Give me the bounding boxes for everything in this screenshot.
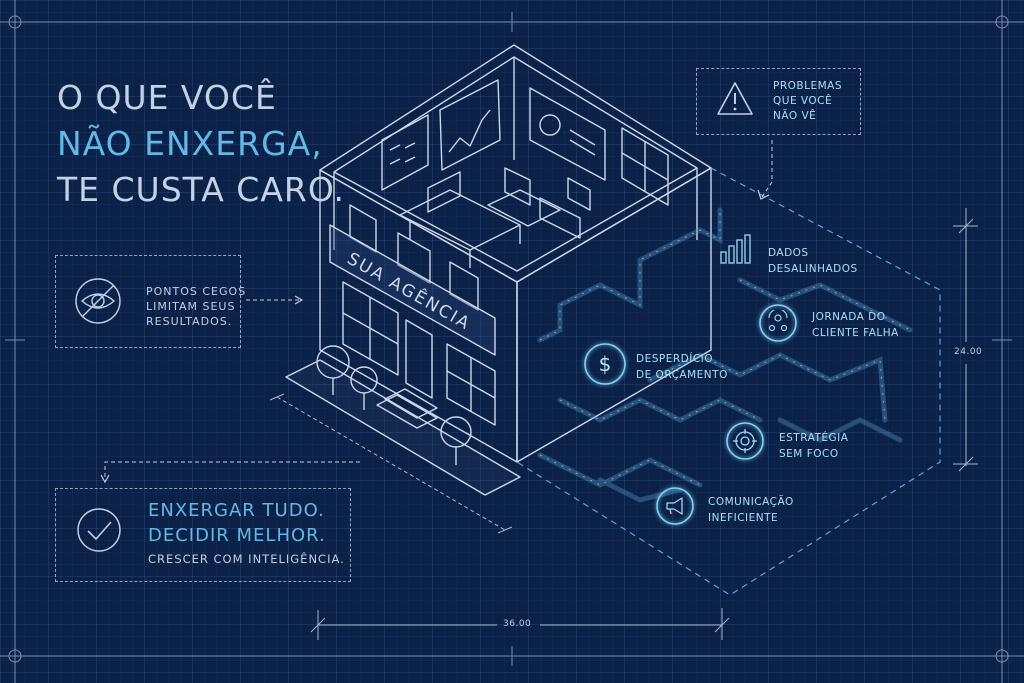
hidden-area — [516, 167, 941, 596]
problem-icons — [584, 304, 797, 525]
cta-box — [55, 488, 351, 582]
blind-spots-box — [55, 255, 241, 348]
svg-text:$: $ — [599, 352, 612, 376]
warning-line-1: PROBLEMAS — [773, 80, 842, 92]
problem-dados-line-1: DADOS — [768, 247, 809, 259]
problem-desperdicio-line-2: DE ORÇAMENTO — [636, 369, 728, 381]
problem-jornada: JORNADA DO CLIENTE FALHA — [812, 309, 899, 341]
building — [285, 44, 712, 496]
dimension-width-label: 36.00 — [503, 619, 532, 629]
blind-spots-line-1: PONTOS CEGOS — [146, 285, 247, 298]
warning-line-3: NÃO VÊ — [773, 110, 817, 122]
arrow-heads — [100, 189, 770, 484]
problem-desperdicio: DESPERDÍCIO DE ORÇAMENTO — [636, 351, 728, 383]
bar-chart-icon — [720, 234, 751, 264]
problem-comunicacao-line-2: INEFICIENTE — [708, 512, 779, 524]
cta-line-1: ENXERGAR TUDO. — [148, 500, 325, 521]
problem-dados: DADOS DESALINHADOS — [768, 245, 858, 277]
headline-line-1: O QUE VOCÊ — [57, 78, 277, 117]
problem-estrategia: ESTRATÉGIA SEM FOCO — [779, 430, 848, 462]
blind-spots-line-2: LIMITAM SEUS — [146, 300, 236, 313]
headline-line-3: TE CUSTA CARO. — [57, 170, 345, 209]
problem-estrategia-line-1: ESTRATÉGIA — [779, 432, 849, 444]
blind-spots-line-3: RESULTADOS. — [146, 315, 233, 328]
cta-line-2: DECIDIR MELHOR. — [148, 525, 326, 546]
target-icon — [733, 429, 757, 453]
megaphone-icon — [666, 497, 683, 515]
headline: O QUE VOCÊ NÃO ENXERGA, TE CUSTA CARO. — [57, 75, 345, 213]
problem-desperdicio-line-1: DESPERDÍCIO — [636, 353, 714, 365]
problem-comunicacao: COMUNICAÇÃO INEFICIENTE — [708, 494, 794, 526]
warning-icon — [717, 82, 753, 115]
warning-line-2: QUE VOCÊ — [773, 95, 833, 107]
customer-journey-icon — [768, 310, 788, 332]
dimension-height-label: 24.00 — [954, 347, 983, 357]
blind-spots-text: PONTOS CEGOS LIMITAM SEUS RESULTADOS. — [146, 284, 246, 329]
problem-jornada-line-1: JORNADA DO — [812, 311, 886, 323]
problem-dados-line-2: DESALINHADOS — [768, 263, 858, 275]
cta-line-3: CRESCER COM INTELIGÊNCIA. — [148, 552, 345, 566]
connector-arrows — [104, 140, 773, 480]
eye-slash-icon — [75, 278, 121, 324]
problem-jornada-line-2: CLIENTE FALHA — [812, 327, 899, 339]
dimension-lines — [269, 208, 978, 640]
problem-comunicacao-line-1: COMUNICAÇÃO — [708, 496, 794, 508]
pipe-network-dashes — [539, 210, 911, 486]
dollar-icon: $ — [599, 352, 612, 376]
problem-estrategia-line-2: SEM FOCO — [779, 448, 839, 460]
warning-text: PROBLEMAS QUE VOCÊ NÃO VÊ — [773, 79, 842, 124]
check-circle-icon — [77, 508, 121, 552]
headline-line-2: NÃO ENXERGA, — [57, 124, 323, 163]
warning-box — [696, 68, 861, 135]
